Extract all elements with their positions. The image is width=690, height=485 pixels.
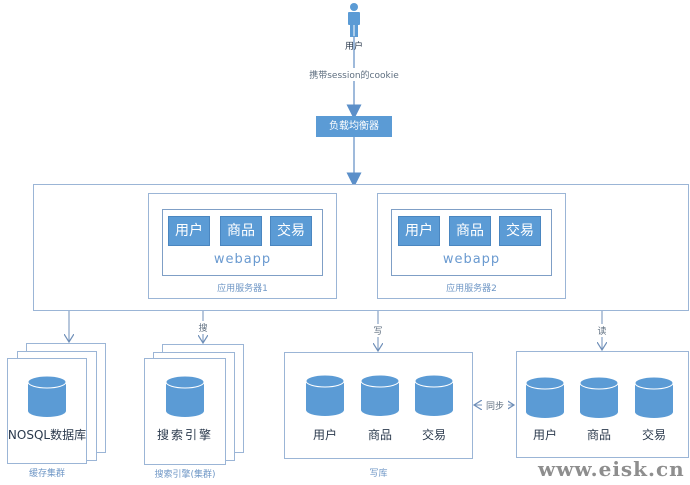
database-icon bbox=[27, 375, 67, 417]
search-engine-label: 搜索引擎 bbox=[156, 428, 213, 442]
database-icon bbox=[360, 374, 400, 416]
sync-label: 同步 bbox=[482, 399, 508, 412]
webapp-label: webapp bbox=[442, 252, 501, 267]
write-db-caption: 写库 bbox=[369, 469, 388, 479]
edge-user-lb-label: 携带session的cookie bbox=[305, 68, 403, 81]
nosql-db-label: NOSQL数据库 bbox=[7, 428, 87, 442]
database-icon bbox=[634, 376, 674, 418]
write-db-trade: 交易 bbox=[421, 428, 446, 442]
database-icon bbox=[579, 376, 619, 418]
person-icon bbox=[348, 3, 360, 37]
search-cluster-caption: 搜索引擎(集群) bbox=[154, 470, 216, 480]
database-icon bbox=[525, 376, 565, 418]
edge-read-label: 读 bbox=[596, 324, 608, 337]
cache-cluster-caption: 缓存集群 bbox=[28, 469, 65, 479]
watermark: www.eisk.cn bbox=[538, 457, 685, 481]
edge-search-label: 搜 bbox=[197, 321, 209, 334]
read-db-user: 用户 bbox=[532, 428, 557, 442]
read-db-trade: 交易 bbox=[641, 428, 666, 442]
user-node bbox=[343, 2, 365, 38]
write-db-user: 用户 bbox=[312, 428, 337, 442]
write-db-product: 商品 bbox=[367, 428, 392, 442]
database-icon bbox=[414, 374, 454, 416]
app-server-cluster bbox=[33, 184, 689, 311]
webapp-label: webapp bbox=[213, 252, 272, 267]
app-server-2-label: 应用服务器2 bbox=[446, 284, 497, 294]
app-server-1-label: 应用服务器1 bbox=[217, 284, 268, 294]
database-icon bbox=[165, 375, 205, 417]
edge-write-label: 写 bbox=[372, 324, 384, 337]
database-icon bbox=[305, 374, 345, 416]
module-trade: 交易 bbox=[499, 216, 541, 246]
module-trade: 交易 bbox=[270, 216, 312, 246]
user-label: 用户 bbox=[344, 42, 363, 52]
module-user: 用户 bbox=[168, 216, 210, 246]
load-balancer: 负载均衡器 bbox=[316, 116, 392, 137]
read-db-product: 商品 bbox=[586, 428, 611, 442]
module-user: 用户 bbox=[398, 216, 440, 246]
module-product: 商品 bbox=[449, 216, 491, 246]
module-product: 商品 bbox=[220, 216, 262, 246]
